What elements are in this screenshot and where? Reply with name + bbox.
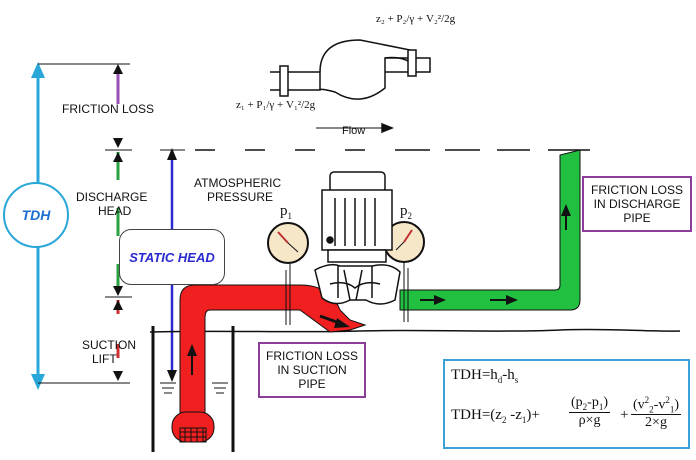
friction-suction-box: FRICTION LOSS IN SUCTION PIPE (258, 342, 366, 398)
friction-discharge-box: FRICTION LOSS IN DISCHARGE PIPE (582, 176, 692, 232)
tdh-full-equation-prefix: TDH=(z2 -z1)+ (451, 407, 540, 425)
velocity-fraction: (v22-v21) 2×g (631, 395, 682, 431)
tdh-circle: TDH (3, 182, 69, 248)
suction-lift-label-1: SUCTION (82, 338, 136, 352)
friction-discharge-line-2: IN DISCHARGE (593, 197, 681, 211)
friction-suction-line-2: IN SUCTION (277, 363, 347, 377)
inlet-energy-equation: z₁ + P₁/γ + V₁²/2g (236, 99, 316, 111)
discharge-head-label-1: DISCHARGE (76, 190, 148, 204)
water-level-marks (160, 382, 228, 394)
atmospheric-label-1: ATMOSPHERIC (194, 176, 282, 190)
outlet-energy-equation: z₂ + P₂/γ + V₂²/2g (376, 13, 456, 25)
tdh-equation-box: TDH=hd-hs TDH=(z2 -z1)+ (p2-p1) ρ×g + (v… (443, 359, 690, 449)
discharge-pipe (399, 149, 581, 311)
tdh-simple-equation: TDH=hd-hs (451, 367, 519, 385)
discharge-head-arrow (105, 152, 132, 298)
p1-label: p1 (280, 203, 292, 222)
pressure-fraction: (p2-p1) ρ×g (569, 395, 611, 428)
gauge-p2 (383, 221, 425, 322)
ground-line (149, 328, 681, 333)
flow-label: Flow (342, 125, 366, 137)
p2-label: p2 (400, 203, 412, 222)
friction-loss-label: FRICTION LOSS (62, 102, 155, 116)
discharge-head-label-2: HEAD (98, 204, 132, 218)
suction-lift-label-2: LIFT (92, 352, 117, 366)
tdh-label: TDH (21, 207, 51, 223)
friction-suction-line-1: FRICTION LOSS (265, 349, 358, 363)
friction-discharge-line-3: PIPE (623, 211, 651, 225)
static-head-box: STATIC HEAD (119, 229, 225, 285)
friction-suction-line-3: PIPE (298, 377, 326, 391)
suction-lift-arrow (113, 300, 123, 381)
plus-sign: + (620, 407, 629, 423)
atmospheric-label-2: PRESSURE (207, 190, 274, 204)
static-head-label: STATIC HEAD (129, 249, 215, 265)
sump-walls (151, 326, 235, 452)
schematic-pump (270, 39, 431, 134)
pump-motor (314, 171, 401, 305)
gauge-p1 (267, 222, 309, 325)
friction-loss-arrow (105, 64, 132, 151)
friction-discharge-line-1: FRICTION LOSS (590, 183, 683, 197)
